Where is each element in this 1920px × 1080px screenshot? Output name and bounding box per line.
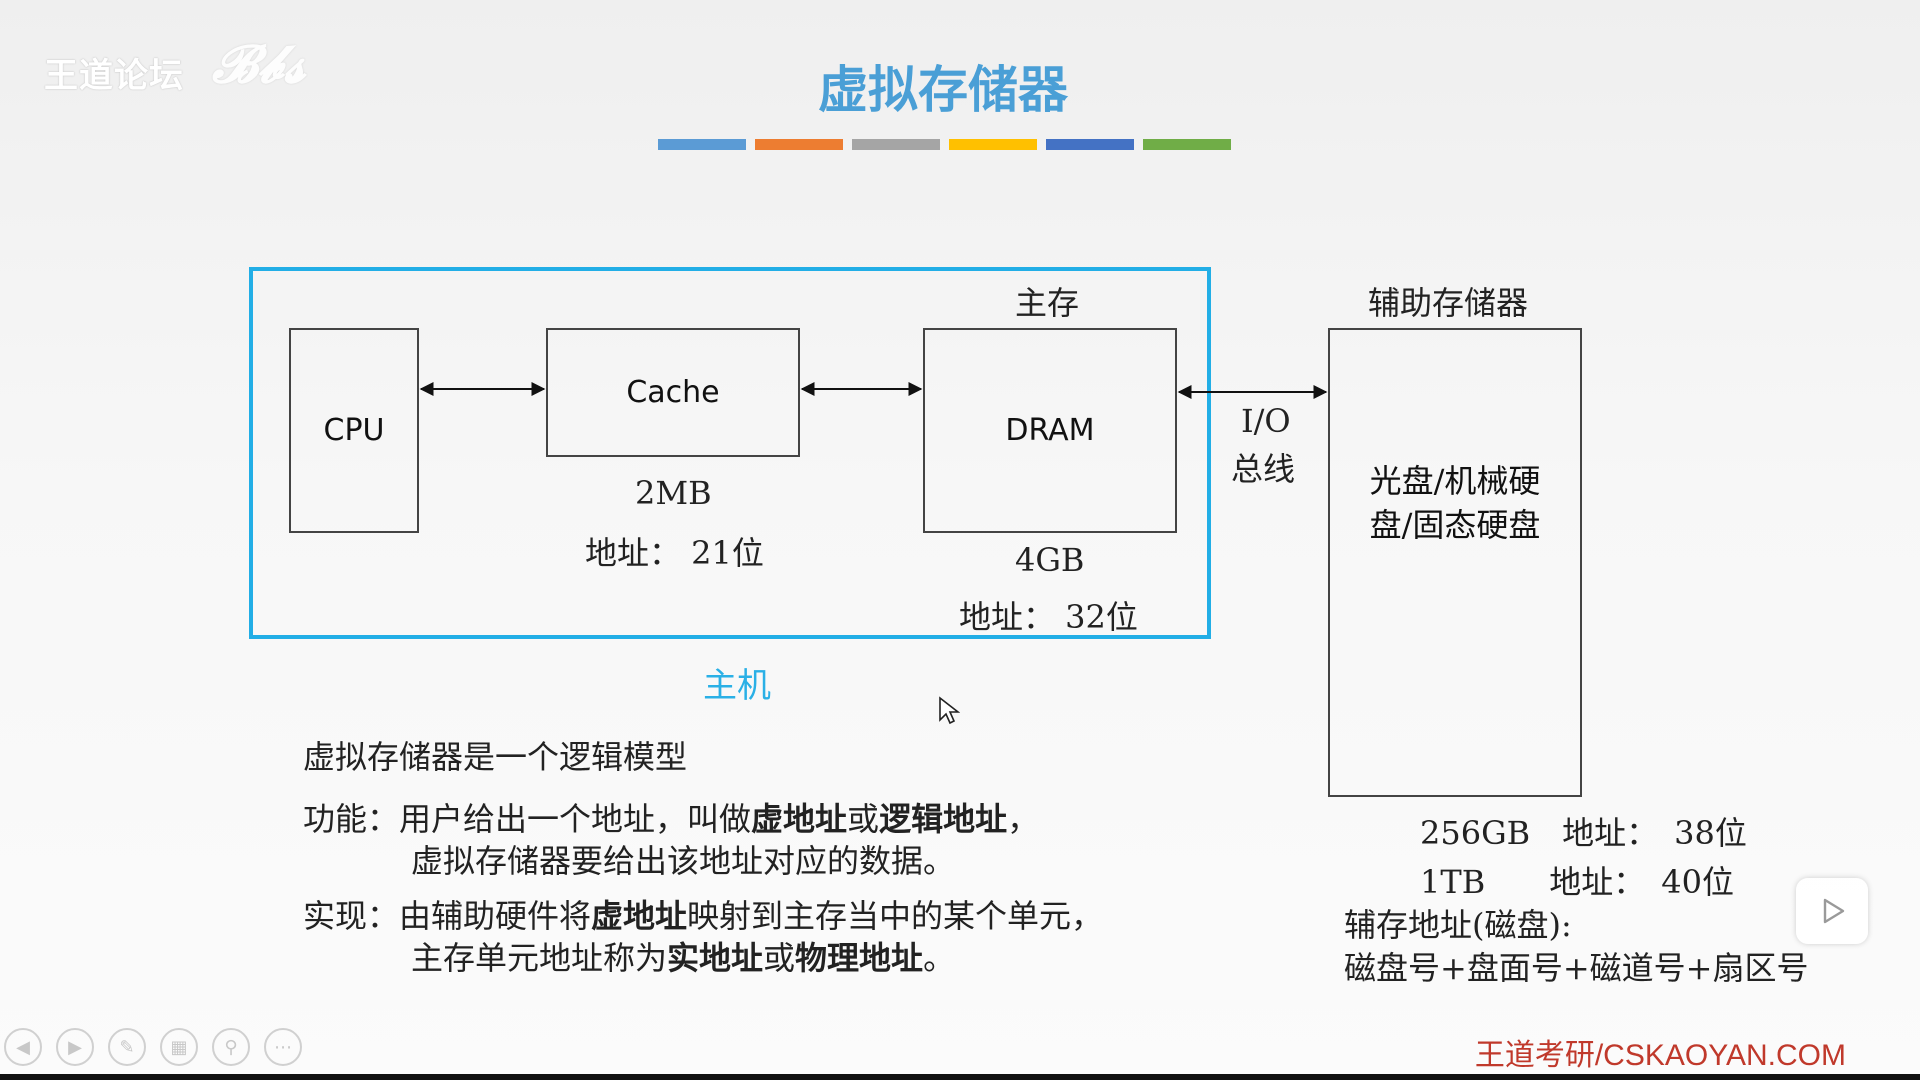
implementation-block: 实现：由辅助硬件将虚地址映射到主存当中的某个单元， <box>303 895 1103 937</box>
aux-address-title: 辅存地址(磁盘): <box>1344 906 1572 944</box>
more-options-button[interactable]: ⋯ <box>264 1028 302 1066</box>
title-bar-2 <box>755 139 843 150</box>
cpu-label: CPU <box>323 413 385 448</box>
intro-text: 虚拟存储器是一个逻辑模型 <box>303 738 688 776</box>
aux-content-line1: 光盘/机械硬 <box>1369 461 1541 500</box>
function-line1-a: 用户给出一个地址，叫做 <box>399 800 752 838</box>
aux-content-line2: 盘/固态硬盘 <box>1369 505 1541 544</box>
aux-storage-box: 光盘/机械硬 盘/固态硬盘 <box>1328 328 1582 797</box>
next-icon: ▶ <box>68 1036 82 1058</box>
implementation-head: 实现： <box>303 897 400 935</box>
implementation-period: 。 <box>923 939 956 977</box>
implementation-line1-a: 由辅助硬件将 <box>399 897 592 935</box>
prev-slide-button[interactable]: ◀ <box>4 1028 42 1066</box>
mouse-cursor-icon <box>939 696 960 725</box>
title-bar-4 <box>949 139 1037 150</box>
slide-title: 虚拟存储器 <box>818 61 1068 119</box>
implementation-line2-a: 主存单元地址称为 <box>411 939 668 977</box>
dram-size-label: 4GB <box>1015 541 1085 579</box>
bottom-strip <box>0 1074 1920 1080</box>
play-icon <box>1823 898 1845 924</box>
dram-box: DRAM <box>923 328 1177 533</box>
title-bar-1 <box>658 139 746 150</box>
play-button[interactable] <box>1796 878 1868 944</box>
function-block: 功能：用户给出一个地址，叫做虚地址或逻辑地址， <box>303 798 1039 840</box>
watermark-logo: 𝓑𝓫𝓼 <box>212 34 306 95</box>
pen-icon: ✎ <box>119 1036 135 1058</box>
more-icon: ⋯ <box>274 1036 292 1058</box>
pen-tool-button[interactable]: ✎ <box>108 1028 146 1066</box>
zoom-icon: ⚲ <box>224 1036 238 1058</box>
cache-size-label: 2MB <box>635 474 712 512</box>
next-slide-button[interactable]: ▶ <box>56 1028 94 1066</box>
io-bus-label-line1: I/O <box>1241 402 1291 440</box>
cache-label: Cache <box>626 375 720 410</box>
function-logical-address: 逻辑地址 <box>879 800 1008 838</box>
function-virtual-address: 虚地址 <box>751 800 848 838</box>
function-head: 功能： <box>303 800 400 838</box>
dram-label: DRAM <box>1005 413 1095 448</box>
function-line2: 虚拟存储器要给出该地址对应的数据。 <box>411 842 956 880</box>
title-bar-3 <box>852 139 940 150</box>
cache-box: Cache <box>546 328 800 457</box>
function-comma: ， <box>1007 800 1040 838</box>
zoom-button[interactable]: ⚲ <box>212 1028 250 1066</box>
implementation-real-address: 实地址 <box>667 939 764 977</box>
cache-address-label: 地址： 21位 <box>585 534 764 572</box>
implementation-physical-address: 物理地址 <box>795 939 924 977</box>
watermark: 王道论坛 <box>44 56 184 96</box>
host-frame <box>249 267 1211 639</box>
title-bar-6 <box>1143 139 1231 150</box>
aux-spec-1tb: 1TB 地址： 40位 <box>1420 863 1734 901</box>
host-label: 主机 <box>703 666 771 706</box>
prev-icon: ◀ <box>16 1036 30 1058</box>
dram-address-label: 地址： 32位 <box>959 598 1138 636</box>
slides-overview-button[interactable]: ▦ <box>160 1028 198 1066</box>
slides-icon: ▦ <box>170 1036 188 1058</box>
implementation-virtual-address: 虚地址 <box>591 897 688 935</box>
brand-footer: 王道考研/CSKAOYAN.COM <box>1474 1039 1846 1072</box>
aux-address-format: 磁盘号+盘面号+磁道号+扇区号 <box>1344 949 1809 987</box>
implementation-line2: 主存单元地址称为实地址或物理地址。 <box>411 937 955 979</box>
implementation-line1-c: 映射到主存当中的某个单元， <box>687 897 1104 935</box>
implementation-or: 或 <box>763 939 796 977</box>
aux-storage-title: 辅助存储器 <box>1368 284 1529 322</box>
title-bar-5 <box>1046 139 1134 150</box>
cpu-box: CPU <box>289 328 419 533</box>
aux-spec-256gb: 256GB 地址： 38位 <box>1420 814 1747 852</box>
function-or: 或 <box>847 800 880 838</box>
main-memory-title: 主存 <box>1015 284 1080 322</box>
io-bus-label-line2: 总线 <box>1231 450 1296 488</box>
